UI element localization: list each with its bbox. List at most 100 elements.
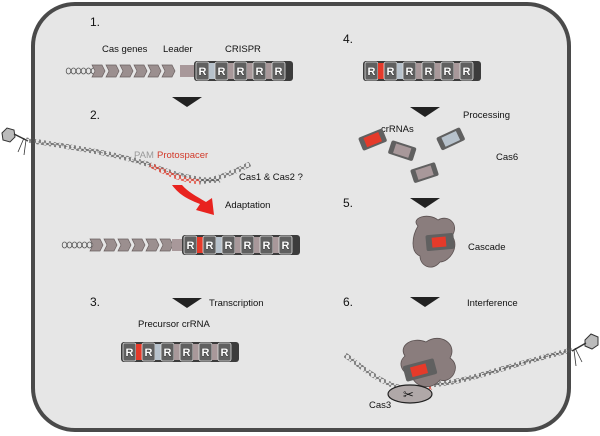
repeat-letter: R: [263, 240, 271, 252]
step-4-number: 4.: [343, 32, 353, 46]
spacer: [209, 63, 215, 79]
spacer: [254, 237, 260, 253]
repeat-letter: R: [406, 66, 414, 78]
crispr-label: CRISPR: [225, 44, 261, 55]
cas-gene: [119, 64, 134, 78]
cas-gene: [103, 238, 118, 252]
cell-membrane: [31, 2, 571, 432]
repeat-letter: R: [199, 66, 207, 78]
cas-gene: [91, 64, 106, 78]
cas-genes-label: Cas genes: [102, 44, 148, 55]
step-6-number: 6.: [343, 295, 353, 309]
spacer: [454, 63, 460, 79]
spacer: [155, 344, 161, 360]
leader-label: Leader: [163, 44, 193, 55]
cas3-nuclease: [387, 384, 433, 404]
repeat-box: [278, 235, 293, 255]
repeat-letter: R: [202, 347, 210, 359]
repeat-letter: R: [244, 240, 252, 252]
down-arrow-4: [410, 107, 440, 117]
cas-gene: [161, 64, 176, 78]
repeat-box: [217, 342, 232, 362]
cascade-complex: [412, 215, 456, 268]
cas-gene: [89, 238, 104, 252]
protospacer-dna: [148, 161, 252, 185]
interference-label: Interference: [467, 298, 518, 309]
down-arrow-6: [410, 297, 440, 307]
step-2-number: 2.: [90, 108, 100, 122]
spacer: [197, 237, 203, 253]
protospacer-label: Protospacer: [157, 150, 208, 161]
cascade-interference-complex: [400, 337, 456, 388]
spacer: [266, 63, 272, 79]
cas-gene: [131, 238, 146, 252]
down-arrow-1: [172, 97, 202, 107]
spacer: [273, 237, 279, 253]
phage-right: [571, 333, 599, 367]
repeat-letter: R: [256, 66, 264, 78]
precursor-crrna-label: Precursor crRNA: [138, 319, 210, 330]
leader-block: [172, 239, 182, 251]
step-5-number: 5.: [343, 196, 353, 210]
cas-gene: [159, 238, 174, 252]
repeat-letter: R: [187, 240, 195, 252]
spacer: [228, 63, 234, 79]
spacer: [416, 63, 422, 79]
cas-gene: [117, 238, 132, 252]
repeat-box: [459, 61, 474, 81]
down-arrow-3: [172, 298, 202, 308]
cas3-label: Cas3: [369, 400, 391, 411]
cas-gene: [133, 64, 148, 78]
spacer: [235, 237, 241, 253]
spacer: [378, 63, 384, 79]
repeat-letter: R: [387, 66, 395, 78]
cas6-label: Cas6: [496, 152, 518, 163]
cas-gene: [105, 64, 120, 78]
spacer: [216, 237, 222, 253]
repeat-letter: R: [126, 347, 134, 359]
spacer: [136, 344, 142, 360]
cas-gene: [145, 238, 160, 252]
repeat-letter: R: [164, 347, 172, 359]
repeat-letter: R: [282, 240, 290, 252]
repeat-letter: R: [183, 347, 191, 359]
spacer: [174, 344, 180, 360]
repeat-letter: R: [237, 66, 245, 78]
transcription-label: Transcription: [209, 298, 264, 309]
processing-label: Processing: [463, 110, 510, 121]
cas1-cas2-label: Cas1 & Cas2 ?: [239, 172, 303, 183]
spacer: [397, 63, 403, 79]
repeat-letter: R: [275, 66, 283, 78]
cas-gene: [147, 64, 162, 78]
step-3-number: 3.: [90, 295, 100, 309]
repeat-letter: R: [368, 66, 376, 78]
repeat-letter: R: [225, 240, 233, 252]
crrna-fragments: [358, 127, 465, 183]
scissors-icon: ✂: [403, 388, 414, 403]
repeat-letter: R: [206, 240, 214, 252]
spacer: [435, 63, 441, 79]
leader-block: [180, 65, 194, 77]
repeat-box: [271, 61, 286, 81]
step-1-number: 1.: [90, 15, 100, 29]
spacer: [212, 344, 218, 360]
repeat-letter: R: [145, 347, 153, 359]
adaptation-label: Adaptation: [225, 200, 270, 211]
phage-left: [1, 127, 29, 156]
adaptation-arrow: [172, 185, 214, 215]
pam-label: PAM: [134, 150, 154, 161]
spacer: [247, 63, 253, 79]
repeat-letter: R: [444, 66, 452, 78]
repeat-letter: R: [463, 66, 471, 78]
cascade-label: Cascade: [468, 242, 506, 253]
crrnas-label: crRNAs: [381, 124, 414, 135]
spacer: [193, 344, 199, 360]
repeat-letter: R: [221, 347, 229, 359]
repeat-letter: R: [218, 66, 226, 78]
dna-helix-segment: [86, 241, 93, 249]
repeat-letter: R: [425, 66, 433, 78]
